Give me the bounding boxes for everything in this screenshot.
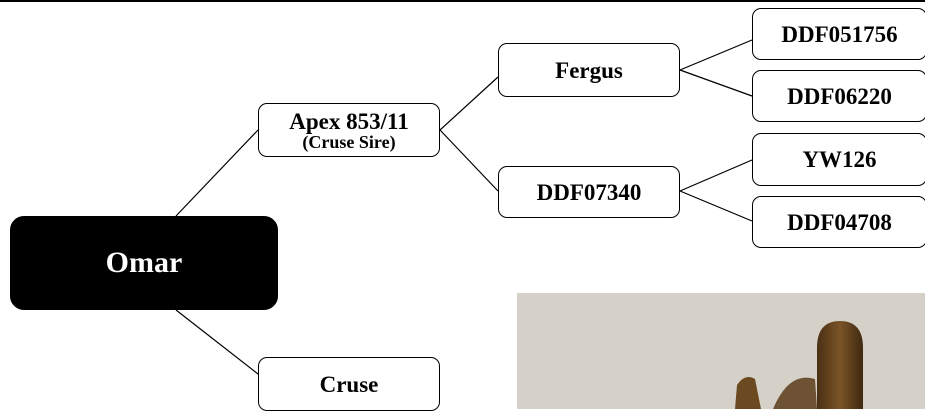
sire-dam-label: DDF07340 — [536, 179, 642, 205]
sire-dam-node[interactable]: DDF07340 — [498, 166, 680, 218]
sire-sire-node[interactable]: Fergus — [498, 43, 680, 97]
animal-photo-crop-icon — [517, 293, 925, 409]
sire-note: (Cruse Sire) — [302, 131, 396, 152]
ggp-node-d[interactable]: DDF04708 — [752, 196, 925, 248]
edge-root-sire — [175, 129, 259, 217]
edge-sire-fergus — [439, 76, 499, 131]
root-node-omar[interactable]: Omar — [10, 216, 278, 310]
edge-sire-ddf07340 — [439, 129, 499, 192]
top-rule — [0, 0, 925, 2]
dam-label: Cruse — [319, 371, 379, 397]
ggp-node-a[interactable]: DDF051756 — [752, 8, 925, 60]
dam-node[interactable]: Cruse — [258, 357, 440, 411]
edge-ddf07340-d — [679, 190, 753, 222]
ggp-node-b[interactable]: DDF06220 — [752, 70, 925, 122]
ggp-label-a: DDF051756 — [781, 21, 898, 47]
sire-label: Apex 853/11 — [289, 108, 409, 134]
sire-sire-label: Fergus — [555, 57, 623, 83]
ggp-node-c[interactable]: YW126 — [752, 133, 925, 186]
sire-node[interactable]: Apex 853/11 (Cruse Sire) — [258, 103, 440, 157]
edge-fergus-b — [679, 69, 753, 97]
root-label: Omar — [105, 246, 183, 279]
edge-fergus-a — [679, 39, 753, 71]
edge-root-dam — [175, 309, 259, 375]
animal-photo — [517, 293, 925, 409]
ggp-label-d: DDF04708 — [787, 209, 892, 235]
ggp-label-b: DDF06220 — [787, 83, 892, 109]
edge-ddf07340-c — [679, 159, 753, 192]
ggp-label-c: YW126 — [802, 147, 877, 172]
